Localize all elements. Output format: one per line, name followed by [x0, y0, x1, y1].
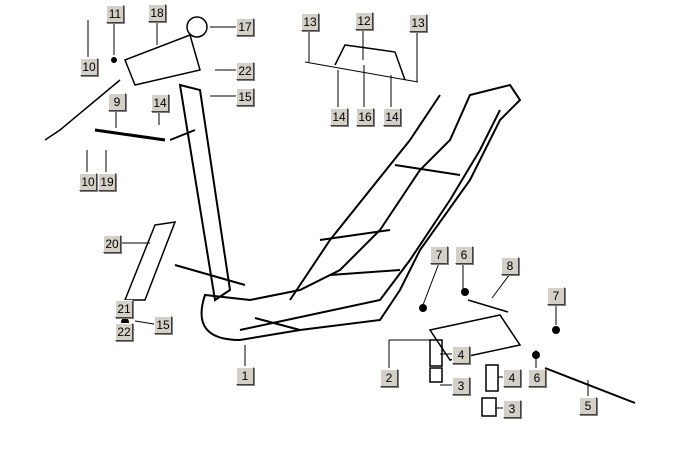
callout-22[interactable]: 22 — [236, 62, 254, 80]
callout-18[interactable]: 18 — [148, 4, 166, 22]
callout-14[interactable]: 14 — [383, 108, 401, 126]
callout-15[interactable]: 15 — [154, 316, 172, 334]
callout-10[interactable]: 10 — [80, 58, 98, 76]
callout-4[interactable]: 4 — [452, 346, 470, 364]
callout-12[interactable]: 12 — [355, 12, 373, 30]
callout-3[interactable]: 3 — [503, 400, 521, 418]
callout-8[interactable]: 8 — [501, 257, 519, 275]
callout-13[interactable]: 13 — [409, 14, 427, 32]
callout-13[interactable]: 13 — [301, 13, 319, 31]
callout-10[interactable]: 10 — [79, 173, 97, 191]
callout-20[interactable]: 20 — [103, 235, 121, 253]
callout-15[interactable]: 15 — [236, 88, 254, 106]
callout-2[interactable]: 2 — [380, 369, 398, 387]
scooter-frame — [44, 16, 636, 417]
callout-22[interactable]: 22 — [115, 323, 133, 341]
callout-11[interactable]: 11 — [106, 5, 124, 23]
callout-4[interactable]: 4 — [503, 369, 521, 387]
callout-7[interactable]: 7 — [547, 287, 565, 305]
callout-7[interactable]: 7 — [430, 246, 448, 264]
callout-6[interactable]: 6 — [455, 246, 473, 264]
callout-14[interactable]: 14 — [330, 108, 348, 126]
callout-21[interactable]: 21 — [115, 300, 133, 318]
callout-9[interactable]: 9 — [108, 93, 126, 111]
callout-14[interactable]: 14 — [151, 94, 169, 112]
callout-5[interactable]: 5 — [579, 397, 597, 415]
callout-19[interactable]: 19 — [98, 173, 116, 191]
callout-17[interactable]: 17 — [236, 18, 254, 36]
callout-16[interactable]: 16 — [356, 108, 374, 126]
callout-6[interactable]: 6 — [528, 369, 546, 387]
nuts-washers — [111, 57, 560, 359]
callout-1[interactable]: 1 — [236, 367, 254, 385]
callout-3[interactable]: 3 — [452, 377, 470, 395]
